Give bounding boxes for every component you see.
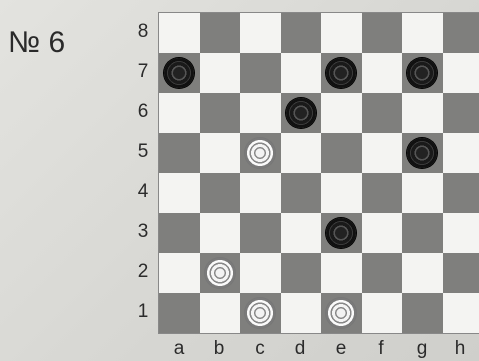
square-a6[interactable] — [159, 93, 200, 133]
square-f3[interactable] — [362, 213, 403, 253]
square-e3[interactable] — [321, 213, 362, 253]
file-label-e: e — [321, 338, 361, 360]
rank-label-8: 8 — [134, 21, 152, 43]
white-checker-c5[interactable] — [245, 138, 275, 168]
square-h4[interactable] — [443, 173, 479, 213]
square-d4[interactable] — [281, 173, 322, 213]
square-f6[interactable] — [362, 93, 403, 133]
square-b8[interactable] — [200, 13, 241, 53]
square-c2[interactable] — [240, 253, 281, 293]
square-f1[interactable] — [362, 293, 403, 333]
rank-label-3: 3 — [134, 221, 152, 243]
square-c8[interactable] — [240, 13, 281, 53]
file-label-h: h — [440, 338, 479, 360]
square-d6[interactable] — [281, 93, 322, 133]
black-checker-e7[interactable] — [326, 58, 356, 88]
rank-label-7: 7 — [134, 61, 152, 83]
file-label-a: a — [159, 338, 199, 360]
checkers-board — [158, 12, 479, 334]
square-d2[interactable] — [281, 253, 322, 293]
square-a4[interactable] — [159, 173, 200, 213]
square-c4[interactable] — [240, 173, 281, 213]
square-a1[interactable] — [159, 293, 200, 333]
square-e8[interactable] — [321, 13, 362, 53]
square-b2[interactable] — [200, 253, 241, 293]
square-g6[interactable] — [402, 93, 443, 133]
square-d3[interactable] — [281, 213, 322, 253]
square-a3[interactable] — [159, 213, 200, 253]
square-b5[interactable] — [200, 133, 241, 173]
square-g8[interactable] — [402, 13, 443, 53]
square-d1[interactable] — [281, 293, 322, 333]
file-label-d: d — [280, 338, 320, 360]
square-e2[interactable] — [321, 253, 362, 293]
rank-label-4: 4 — [134, 181, 152, 203]
square-b1[interactable] — [200, 293, 241, 333]
square-h5[interactable] — [443, 133, 479, 173]
square-f4[interactable] — [362, 173, 403, 213]
square-f7[interactable] — [362, 53, 403, 93]
file-label-c: c — [240, 338, 280, 360]
file-label-f: f — [361, 338, 401, 360]
rank-label-2: 2 — [134, 261, 152, 283]
square-c6[interactable] — [240, 93, 281, 133]
square-h8[interactable] — [443, 13, 479, 53]
black-checker-d6[interactable] — [286, 98, 316, 128]
square-h6[interactable] — [443, 93, 479, 133]
square-h3[interactable] — [443, 213, 479, 253]
white-checker-e1[interactable] — [326, 298, 356, 328]
square-f2[interactable] — [362, 253, 403, 293]
square-g7[interactable] — [402, 53, 443, 93]
square-c5[interactable] — [240, 133, 281, 173]
square-b6[interactable] — [200, 93, 241, 133]
square-e6[interactable] — [321, 93, 362, 133]
rank-label-6: 6 — [134, 101, 152, 123]
puzzle-number-title: № 6 — [8, 26, 65, 60]
square-g3[interactable] — [402, 213, 443, 253]
file-label-g: g — [402, 338, 442, 360]
square-f5[interactable] — [362, 133, 403, 173]
square-h7[interactable] — [443, 53, 479, 93]
square-e4[interactable] — [321, 173, 362, 213]
black-checker-e3[interactable] — [326, 218, 356, 248]
square-h1[interactable] — [443, 293, 479, 333]
square-g4[interactable] — [402, 173, 443, 213]
rank-label-1: 1 — [134, 301, 152, 323]
file-label-b: b — [199, 338, 239, 360]
square-g5[interactable] — [402, 133, 443, 173]
white-checker-b2[interactable] — [205, 258, 235, 288]
square-b3[interactable] — [200, 213, 241, 253]
black-checker-g7[interactable] — [407, 58, 437, 88]
black-checker-a7[interactable] — [164, 58, 194, 88]
square-b4[interactable] — [200, 173, 241, 213]
white-checker-c1[interactable] — [245, 298, 275, 328]
square-e1[interactable] — [321, 293, 362, 333]
square-e7[interactable] — [321, 53, 362, 93]
square-h2[interactable] — [443, 253, 479, 293]
square-c1[interactable] — [240, 293, 281, 333]
square-g1[interactable] — [402, 293, 443, 333]
rank-label-5: 5 — [134, 141, 152, 163]
square-g2[interactable] — [402, 253, 443, 293]
square-c3[interactable] — [240, 213, 281, 253]
square-d7[interactable] — [281, 53, 322, 93]
square-a2[interactable] — [159, 253, 200, 293]
square-b7[interactable] — [200, 53, 241, 93]
square-f8[interactable] — [362, 13, 403, 53]
square-d5[interactable] — [281, 133, 322, 173]
square-d8[interactable] — [281, 13, 322, 53]
square-a7[interactable] — [159, 53, 200, 93]
square-a5[interactable] — [159, 133, 200, 173]
square-a8[interactable] — [159, 13, 200, 53]
square-c7[interactable] — [240, 53, 281, 93]
square-e5[interactable] — [321, 133, 362, 173]
black-checker-g5[interactable] — [407, 138, 437, 168]
